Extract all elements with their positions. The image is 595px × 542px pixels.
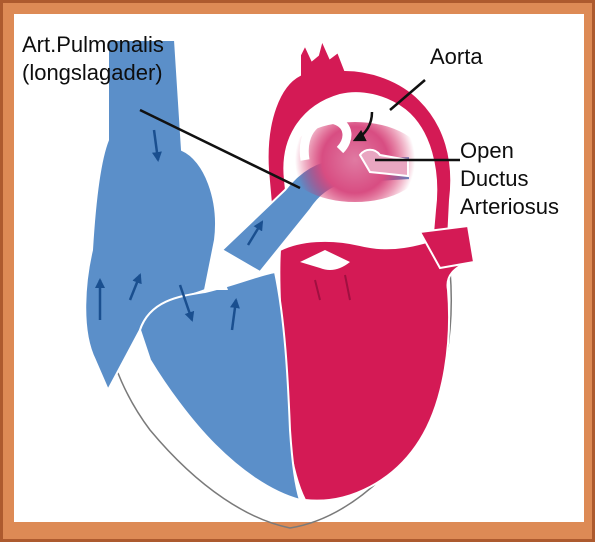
- pulmonary-label-line2: (longslagader): [22, 60, 163, 85]
- left-ventricle: [279, 232, 470, 501]
- ductus-label-line1: Open: [460, 138, 514, 163]
- ductus-label-line2: Ductus: [460, 166, 528, 191]
- right-ventricle: [140, 272, 300, 500]
- pulmonary-label-line1: Art.Pulmonalis: [22, 32, 164, 57]
- aorta-label: Aorta: [430, 44, 483, 69]
- ductus-label-line3: Arteriosus: [460, 194, 559, 219]
